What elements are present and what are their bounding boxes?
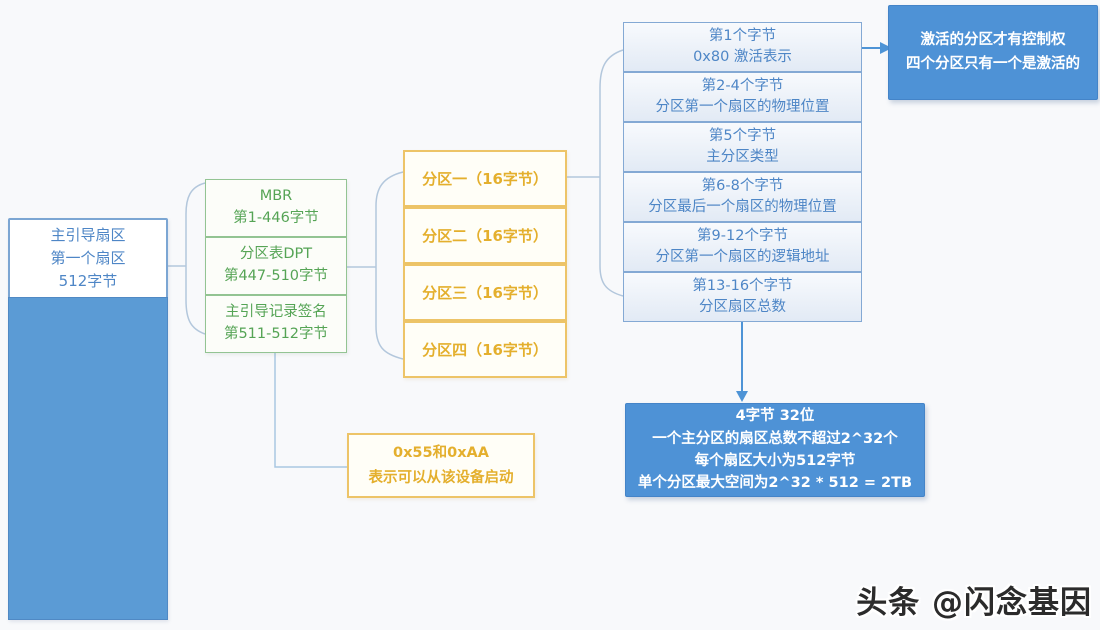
activation-note-line2: 四个分区只有一个是激活的 — [906, 55, 1080, 72]
entry-byte1-desc: 0x80 激活表示 — [693, 49, 792, 65]
partition-table-range: 第447-510字节 — [223, 268, 329, 284]
partition-4-box: 分区四（16字节） — [403, 321, 567, 378]
entry-byte13-16-title: 第13-16个字节 — [692, 277, 793, 294]
partition-2-box: 分区二（16字节） — [403, 207, 567, 264]
watermark: 头条 @闪念基因 — [856, 585, 1092, 621]
signature-title: 主引导记录签名 — [225, 304, 327, 321]
entry-byte13-16-desc: 分区扇区总数 — [699, 299, 786, 315]
activation-note-line1: 激活的分区才有控制权 — [920, 31, 1066, 48]
entry-byte1-box: 第1个字节 0x80 激活表示 — [623, 22, 862, 72]
entry-byte13-16-box: 第13-16个字节 分区扇区总数 — [623, 272, 862, 322]
partition-table-box: 分区表DPT 第447-510字节 — [205, 237, 347, 295]
entry-byte9-12-desc: 分区第一个扇区的逻辑地址 — [655, 249, 830, 265]
boot-sector-line2: 第一个扇区 — [50, 248, 126, 267]
capacity-note-line4: 单个分区最大空间为2^32 * 512 = 2TB — [637, 475, 913, 492]
capacity-note-box: 4字节 32位 一个主分区的扇区总数不超过2^32个 每个扇区大小为512字节 … — [625, 403, 925, 497]
capacity-note-line1: 4字节 32位 — [735, 408, 815, 425]
partition-1-label: 分区一（16字节） — [422, 170, 548, 188]
boot-sector-line1: 主引导扇区 — [50, 225, 126, 244]
entry-byte9-12-title: 第9-12个字节 — [697, 227, 788, 244]
boot-sector-line3: 512字节 — [58, 272, 118, 291]
entry-byte5-desc: 主分区类型 — [706, 149, 779, 165]
entry-byte6-8-title: 第6-8个字节 — [701, 177, 784, 194]
boot-sector-body — [8, 297, 168, 620]
brace-dpt-to-partitions-curve — [375, 171, 404, 360]
partition-1-box: 分区一（16字节） — [403, 150, 567, 207]
partition-3-label: 分区三（16字节） — [422, 284, 548, 302]
elbow-signature-to-note — [274, 353, 347, 468]
signature-range: 第511-512字节 — [223, 326, 329, 342]
signature-box: 主引导记录签名 第511-512字节 — [205, 295, 347, 353]
entry-byte2-4-box: 第2-4个字节 分区第一个扇区的物理位置 — [623, 72, 862, 122]
signature-note-line2: 表示可以从该设备启动 — [368, 469, 514, 486]
partition-2-label: 分区二（16字节） — [422, 227, 548, 245]
signature-note-box: 0x55和0xAA 表示可以从该设备启动 — [347, 433, 535, 498]
entry-byte1-title: 第1个字节 — [708, 27, 777, 44]
entry-byte6-8-box: 第6-8个字节 分区最后一个扇区的物理位置 — [623, 172, 862, 222]
entry-byte2-4-title: 第2-4个字节 — [701, 77, 784, 94]
mbr-code-title: MBR — [259, 188, 293, 205]
signature-note-line1: 0x55和0xAA — [392, 444, 489, 461]
boot-sector-label: 主引导扇区 第一个扇区 512字节 — [10, 220, 166, 295]
boot-sector-box: 主引导扇区 第一个扇区 512字节 — [8, 218, 168, 620]
capacity-note-line2: 一个主分区的扇区总数不超过2^32个 — [652, 430, 898, 447]
capacity-note-line3: 每个扇区大小为512字节 — [694, 453, 856, 469]
arrow-to-capacity-note-head — [736, 391, 748, 402]
partition-table-title: 分区表DPT — [239, 246, 313, 263]
entry-byte9-12-box: 第9-12个字节 分区第一个扇区的逻辑地址 — [623, 222, 862, 272]
brace-partition-to-entries-curve — [599, 49, 624, 297]
entry-byte5-box: 第5个字节 主分区类型 — [623, 122, 862, 172]
partition-4-label: 分区四（16字节） — [422, 341, 548, 359]
arrow-to-active-note-head — [880, 42, 892, 54]
entry-byte5-title: 第5个字节 — [708, 127, 777, 144]
brace-boot-to-mbr-curve — [185, 182, 206, 335]
entry-byte6-8-desc: 分区最后一个扇区的物理位置 — [648, 199, 837, 215]
mbr-code-range: 第1-446字节 — [233, 210, 319, 226]
mbr-code-box: MBR 第1-446字节 — [205, 179, 347, 237]
entry-byte2-4-desc: 分区第一个扇区的物理位置 — [655, 99, 830, 115]
partition-3-box: 分区三（16字节） — [403, 264, 567, 321]
activation-note-box: 激活的分区才有控制权 四个分区只有一个是激活的 — [888, 5, 1098, 100]
